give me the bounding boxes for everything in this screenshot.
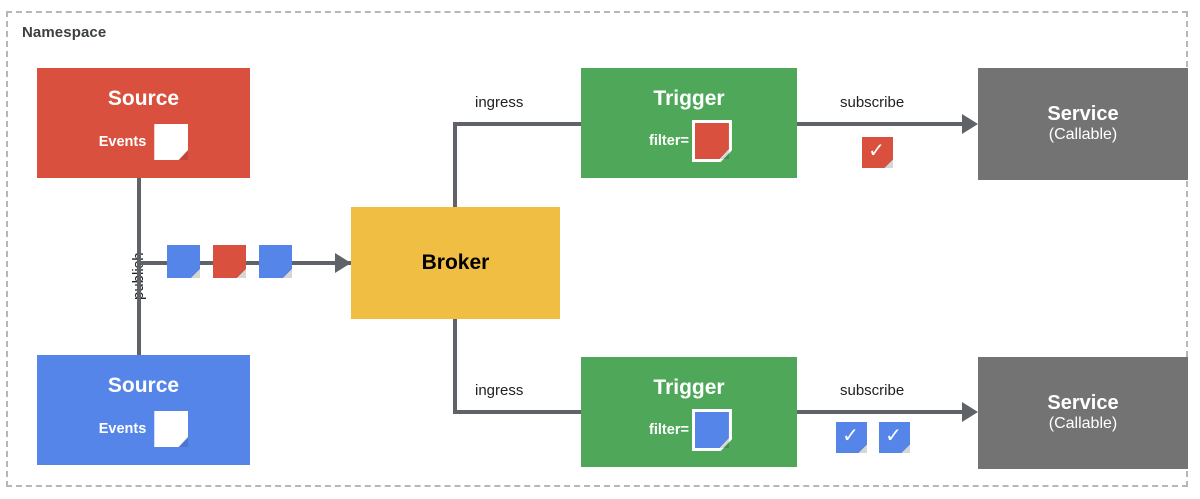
node-service-top[interactable]: Service (Callable)	[978, 68, 1188, 180]
subscribe-top-label: subscribe	[840, 94, 905, 111]
event-doc-blue-2	[259, 245, 292, 278]
node-broker[interactable]: Broker	[351, 207, 560, 319]
node-source-red[interactable]: Source Events	[37, 68, 250, 178]
trigger-bottom-title: Trigger	[653, 375, 725, 399]
node-trigger-top[interactable]: Trigger filter=	[581, 68, 797, 178]
delivered-doc-blue-check-1: ✓	[836, 422, 867, 453]
source-blue-title: Source	[107, 373, 180, 397]
publish-vertical-line	[137, 178, 141, 356]
source-red-events-row: Events	[98, 124, 189, 161]
check-icon: ✓	[842, 425, 859, 447]
service-bottom-title: Service	[1047, 391, 1119, 414]
source-red-events-label: Events	[98, 134, 147, 151]
publish-arrowhead	[335, 253, 351, 273]
node-service-bottom[interactable]: Service (Callable)	[978, 357, 1188, 469]
event-doc-red	[213, 245, 246, 278]
ingress-bottom-label: ingress	[475, 382, 524, 399]
subscribe-bottom-line	[795, 410, 964, 414]
ingress-top-label: ingress	[475, 94, 524, 111]
check-icon: ✓	[868, 140, 885, 162]
filter-doc-icon-blue	[691, 409, 732, 452]
event-doc-blue-1	[167, 245, 200, 278]
service-top-title: Service	[1047, 102, 1119, 125]
event-doc-icon	[154, 124, 189, 161]
subscribe-top-arrowhead	[962, 114, 978, 134]
delivered-doc-blue-check-2: ✓	[879, 422, 910, 453]
filter-doc-icon-red	[691, 120, 732, 163]
source-blue-events-label: Events	[98, 421, 147, 438]
source-red-title: Source	[107, 86, 180, 110]
namespace-boundary	[6, 11, 1188, 487]
subscribe-bottom-label: subscribe	[840, 382, 905, 399]
trigger-bottom-filter-label: filter=	[649, 422, 689, 439]
service-top-subtitle: (Callable)	[1048, 125, 1118, 143]
namespace-label: Namespace	[22, 24, 107, 41]
subscribe-top-line	[795, 122, 964, 126]
service-bottom-subtitle: (Callable)	[1048, 414, 1118, 432]
delivered-events-top: ✓	[862, 137, 893, 168]
ingress-top-line	[453, 122, 583, 126]
broker-title: Broker	[421, 250, 490, 274]
delivered-events-bottom: ✓ ✓	[836, 422, 910, 453]
source-blue-events-row: Events	[98, 411, 189, 448]
trigger-top-filter-label: filter=	[649, 133, 689, 150]
node-source-blue[interactable]: Source Events	[37, 355, 250, 465]
delivered-doc-red-check: ✓	[862, 137, 893, 168]
node-trigger-bottom[interactable]: Trigger filter=	[581, 357, 797, 467]
trigger-top-title: Trigger	[653, 86, 725, 110]
event-doc-icon	[154, 411, 189, 448]
ingress-bottom-line	[453, 410, 583, 414]
trigger-bottom-filter-row: filter=	[649, 409, 732, 452]
check-icon: ✓	[885, 425, 902, 447]
trigger-top-filter-row: filter=	[649, 120, 732, 163]
event-stream	[167, 245, 292, 278]
subscribe-bottom-arrowhead	[962, 402, 978, 422]
